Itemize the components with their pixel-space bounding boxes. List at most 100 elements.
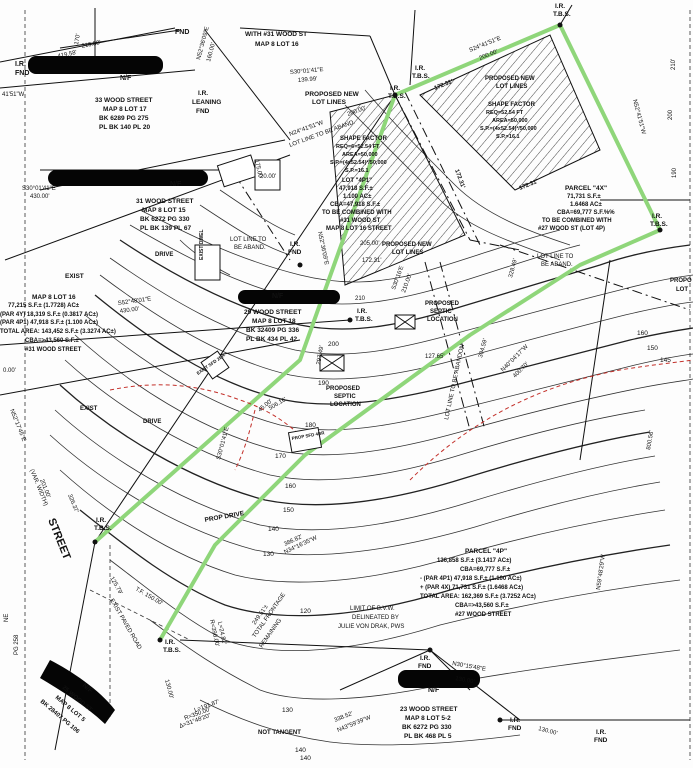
label-area: 47,918 S.F.± bbox=[339, 186, 373, 192]
label-distance: 419.58' bbox=[57, 50, 77, 60]
label-distance: 205.00' bbox=[360, 241, 380, 247]
label-fnd: FND bbox=[594, 737, 608, 744]
label-ir: I.R. bbox=[555, 3, 565, 10]
label-edge: NE bbox=[4, 614, 10, 622]
iron-rod-markers bbox=[92, 22, 663, 723]
label-tbs: T.B.S. bbox=[553, 11, 571, 18]
label-proposed: PROPO bbox=[670, 278, 692, 284]
label-shape-req: REQ=52.54 FT bbox=[486, 110, 524, 116]
label-area: - (PAR 4P1) 47,918 S.F.± (1.100 AC±) bbox=[420, 576, 522, 582]
label-septic: PROPOSED bbox=[425, 301, 460, 307]
label-curve: L=24.82' bbox=[216, 621, 227, 645]
label-map-lot: MAP 8 LOT 18 bbox=[252, 318, 296, 325]
label-parcel-4x: PARCEL "4X" bbox=[565, 185, 607, 192]
label-septic: SEPTIC bbox=[430, 309, 452, 315]
label-distance: 210.88' bbox=[81, 40, 101, 50]
label-cba: CBA=47,918 S.F.± bbox=[330, 202, 381, 208]
label-parcel-4p: PARCEL "4P" bbox=[465, 548, 507, 555]
label-wetland: LIMIT OF B.V.W. bbox=[350, 606, 395, 612]
label-tbs: T.B.S. bbox=[163, 647, 181, 654]
label-contour: 150 bbox=[647, 345, 658, 352]
label-bearing: S30°01'41"E bbox=[290, 67, 324, 76]
iron-rod-icon bbox=[392, 92, 398, 98]
label-distance: 800.56' bbox=[646, 430, 655, 450]
label-proposed: PROPOSED NEW bbox=[382, 242, 432, 248]
label-lot-line: LOT LINE TO bbox=[230, 237, 267, 243]
label-contour: 130 bbox=[263, 551, 274, 558]
label-area: + (PAR 4X) 71,731 S.F.± (1.6468 AC±) bbox=[420, 585, 523, 591]
label-septic: SEPTIC bbox=[334, 394, 356, 400]
label-map-lot: MAP 8 LOT 16 bbox=[32, 294, 76, 301]
label-ir: I.R. bbox=[390, 85, 400, 92]
label-distance: 210 bbox=[355, 296, 366, 302]
label-drive: DRIVE bbox=[143, 419, 161, 425]
label-map-lot: MAP 8 LOT 17 bbox=[103, 106, 147, 113]
label-contour: 180 bbox=[305, 422, 316, 429]
label-lot: LOT bbox=[676, 287, 688, 293]
label-lot-line: LOT LINE TO bbox=[537, 254, 574, 260]
label-with-31: WITH #31 WOOD ST bbox=[245, 31, 307, 38]
redaction-bar bbox=[398, 670, 480, 688]
label-distance: 430.00' bbox=[30, 194, 50, 200]
label-cba: CBA=>43,560 S.F.± bbox=[455, 603, 509, 609]
label-shape-req: REQ=6=52.54 FT bbox=[336, 144, 380, 150]
label-wetland: DELINEATED BY bbox=[352, 615, 399, 621]
label-area: 77,215 S.F.± (1.7728) AC± bbox=[8, 303, 80, 309]
label-distance: 127.65' bbox=[425, 354, 445, 360]
label-fnd: FND bbox=[15, 70, 29, 77]
label-fnd: FND bbox=[418, 663, 432, 670]
label-contour: 130 bbox=[282, 707, 293, 714]
label-contour: 160 bbox=[285, 483, 296, 490]
label-plan-book: PL BK 434 PL 42 bbox=[246, 336, 297, 343]
lot-4p1-area bbox=[329, 94, 466, 286]
iron-rod-icon bbox=[297, 262, 303, 268]
label-septic: PROPOSED bbox=[326, 386, 361, 392]
label-curve: R=390.00' bbox=[208, 619, 220, 647]
parcel-boundary-highlight bbox=[93, 23, 662, 642]
parcel-4x-area bbox=[419, 34, 601, 191]
label-contour: 210' bbox=[671, 59, 677, 70]
label-area: (PAR 4Y) 18,319 S.F.± (0.3817 AC±) bbox=[0, 312, 98, 318]
label-address: #31 WOOD STREET bbox=[25, 347, 82, 353]
label-map-lot: MAP 8 LOT 5-2 bbox=[405, 715, 451, 722]
label-acres: 1.6468 AC± bbox=[570, 202, 602, 208]
label-map8-lot16: MAP 8 LOT 16 bbox=[255, 41, 299, 48]
label-nf: N/F bbox=[428, 687, 440, 694]
label-wetland: JULIE VON DRAK, PWS bbox=[338, 624, 404, 630]
label-area: 71,731 S.F.± bbox=[567, 194, 601, 200]
label-map-lot: MAP 8 LOT 15 bbox=[142, 207, 186, 214]
label-acres: 1.100 AC± bbox=[343, 194, 372, 200]
label-ir: I.R. bbox=[415, 65, 425, 72]
wetland-limit-line bbox=[109, 359, 693, 481]
label-not-tangent: NOT TANGENT bbox=[258, 730, 301, 736]
redaction-bar bbox=[48, 170, 208, 186]
label-distance: 175.00' bbox=[253, 159, 263, 179]
label-contour: 145 bbox=[660, 357, 671, 364]
label-lot-line: BE ABAND. bbox=[541, 262, 573, 268]
label-map-lot: MAP 8 LOT 16 STREET bbox=[326, 226, 392, 232]
label-proposed: PROPOSED NEW bbox=[305, 91, 360, 98]
label-distance: 139.99' bbox=[298, 76, 318, 84]
hatched-lots bbox=[329, 34, 601, 286]
label-cba: CBA=>43,560 S.F.± bbox=[25, 338, 79, 344]
label-ir: I.R. bbox=[420, 655, 430, 662]
label-contour: 200 bbox=[668, 109, 674, 120]
label-distance: 130.00' bbox=[455, 676, 475, 685]
label-shape-value: S.P.=16.1 bbox=[496, 134, 520, 140]
label-ir: I.R. bbox=[357, 308, 367, 315]
label-bearing: 41'51"W bbox=[2, 92, 25, 98]
label-ir: I.R. bbox=[198, 90, 208, 97]
label-contour: 170' bbox=[74, 33, 82, 45]
label-distance: 130.00' bbox=[537, 726, 557, 737]
label-tbs: T.B.S. bbox=[94, 525, 112, 532]
label-address: 31 WOOD STREET bbox=[136, 198, 193, 205]
label-shape-area: AREA=50,000 bbox=[492, 118, 528, 124]
redaction-bar bbox=[40, 660, 115, 724]
redactions bbox=[28, 56, 480, 724]
label-bearing: S30°01'41"E bbox=[22, 186, 56, 192]
label-fnd: FND bbox=[175, 29, 189, 36]
iron-rod-icon bbox=[92, 539, 98, 545]
label-shape-formula: S.P.=(4x52.54)²/50,000 bbox=[480, 125, 537, 132]
label-bearing: S52°48'01"E bbox=[117, 296, 151, 307]
